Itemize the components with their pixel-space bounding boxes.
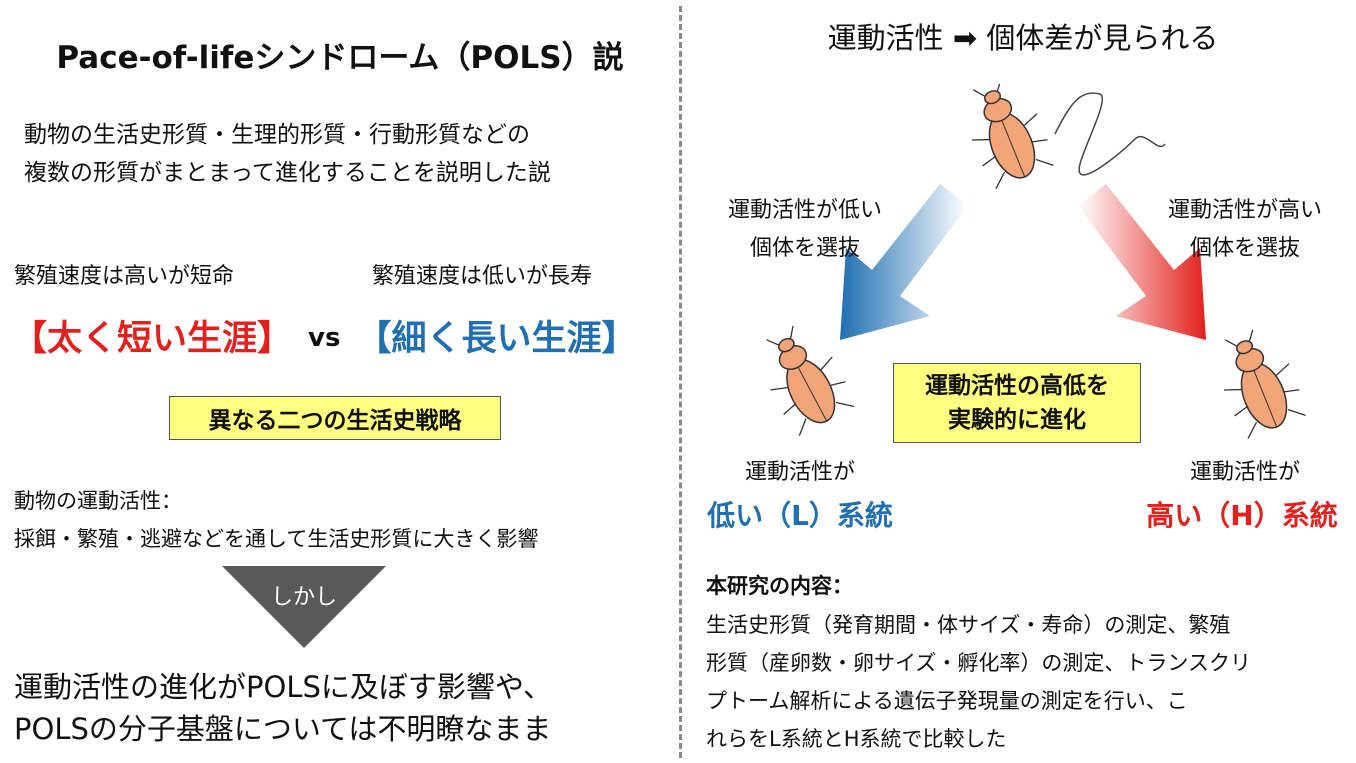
select-low-line: 個体を選抜 bbox=[749, 236, 860, 261]
description-line: 動物の生活史形質・生理的形質・行動形質などの bbox=[24, 122, 530, 148]
down-triangle-icon bbox=[222, 566, 386, 648]
select-high-label: 運動活性が高い 個体を選抜 bbox=[1130, 192, 1356, 268]
evolution-line: 実験的に進化 bbox=[948, 407, 1086, 433]
beetle-high-line bbox=[1224, 330, 1306, 439]
select-high-line: 個体を選抜 bbox=[1189, 236, 1300, 261]
conclusion-line: POLSの分子基盤については不明瞭なまま bbox=[14, 712, 552, 746]
study-line: 生活史形質（発育期間・体サイズ・寿命）の測定、繁殖 bbox=[706, 613, 1231, 637]
select-high-line: 運動活性が高い bbox=[1167, 198, 1322, 223]
beetle-icon bbox=[1224, 330, 1306, 439]
study-heading: 本研究の内容： bbox=[706, 574, 853, 598]
high-line-prefix: 運動活性が bbox=[1189, 460, 1300, 485]
slow-description: 繁殖速度は低いが長寿 bbox=[372, 264, 593, 289]
vs-text: vs bbox=[308, 323, 341, 353]
activity-section: 動物の運動活性： 採餌・繁殖・逃避などを通して生活史形質に大きく影響 bbox=[14, 482, 538, 558]
arrow-down-right-icon bbox=[1078, 184, 1206, 340]
select-low-label: 運動活性が低い 個体を選抜 bbox=[690, 192, 920, 268]
low-line-prefix: 運動活性が bbox=[744, 460, 855, 485]
lifestyle-comparison: 【太く短い生涯】 vs 【細く長い生涯】 bbox=[12, 310, 636, 361]
study-line: 形質（産卵数・卵サイズ・孵化率）の測定、トランスクリ bbox=[706, 651, 1251, 675]
low-line-label: 低い（L）系統 bbox=[707, 499, 893, 532]
slow-life-label: 【細く長い生涯】 bbox=[356, 319, 637, 359]
activity-heading: 動物の運動活性： bbox=[14, 489, 182, 513]
activity-text: 採餌・繁殖・逃避などを通して生活史形質に大きく影響 bbox=[14, 527, 539, 551]
conclusion-line: 運動活性の進化がPOLSに及ぼす影響や、 bbox=[14, 670, 553, 704]
pols-title: Pace-of-lifeシンドローム（POLS）説 bbox=[56, 40, 624, 76]
study-line: プトーム解析による遺伝子発現量の測定を行い、こ bbox=[706, 689, 1188, 713]
high-line-label: 高い（H）系統 bbox=[1146, 499, 1338, 532]
fast-description: 繁殖速度は高いが短命 bbox=[14, 264, 235, 289]
description-line: 複数の形質がまとまって進化することを説明した説 bbox=[24, 160, 551, 186]
activity-title: 運動活性 ➡ 個体差が見られる bbox=[827, 21, 1219, 55]
strategy-box: 異なる二つの生活史戦略 bbox=[169, 396, 501, 440]
evolution-line: 運動活性の高低を bbox=[925, 373, 1109, 399]
pols-description: 動物の生活史形質・生理的形質・行動形質などの 複数の形質がまとまって進化すること… bbox=[24, 116, 551, 192]
however-label: しかし bbox=[270, 585, 337, 610]
select-low-line: 運動活性が低い bbox=[727, 198, 882, 223]
beetle-icon bbox=[972, 84, 1054, 189]
movement-track bbox=[1054, 92, 1166, 176]
conclusion-text: 運動活性の進化がPOLSに及ぼす影響や、 POLSの分子基盤については不明瞭なま… bbox=[14, 666, 552, 750]
beetle-icon bbox=[766, 326, 855, 436]
fast-life-label: 【太く短い生涯】 bbox=[12, 319, 293, 359]
study-text: 生活史形質（発育期間・体サイズ・寿命）の測定、繁殖 形質（産卵数・卵サイズ・孵化… bbox=[706, 606, 1251, 758]
section-divider bbox=[679, 6, 682, 758]
beetle-top-with-track bbox=[972, 84, 1166, 189]
evolution-box: 運動活性の高低を 実験的に進化 bbox=[893, 363, 1141, 443]
study-line: れらをL系統とH系統で比較した bbox=[706, 727, 1007, 751]
selection-arrows bbox=[840, 184, 1206, 340]
beetle-low-line bbox=[766, 326, 855, 436]
arrow-down-left-icon bbox=[840, 184, 968, 340]
